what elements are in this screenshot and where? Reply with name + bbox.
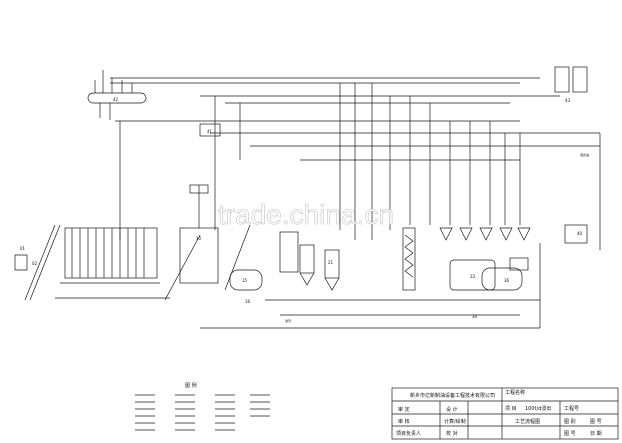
role-2: 项目负责人: [396, 430, 421, 437]
role-right-2: 校 对: [446, 430, 458, 437]
title-block: 新乡市亿新制油设备工程技术有限公司 工程名称 项 目 100t/d浸出 工艺流程…: [396, 389, 602, 437]
equipment-labels: 42 41 43 01 02 10 15 21 36 33 40 16 34 溶…: [20, 97, 589, 323]
eq-21-label: 21: [328, 260, 334, 265]
eq-36-label: 36: [504, 278, 510, 283]
meta-2: 图 号: [564, 431, 576, 437]
drawing-lines: [14, 66, 619, 440]
role-0: 审 定: [398, 406, 410, 413]
flow-label-solvent: 溶剂: [285, 318, 291, 323]
eq-16-label: 16: [245, 299, 251, 304]
role-right-0: 设 计: [446, 406, 458, 413]
meta-value-1: 图 号: [590, 419, 602, 425]
watermark-text: trade.china.cn: [218, 199, 394, 230]
flow-label-miscella: 混合油: [580, 152, 589, 157]
eq-40-label: 40: [577, 231, 583, 236]
eq-34-label: 34: [472, 314, 478, 319]
capacity: 100t/d浸出: [525, 405, 551, 412]
eq-41-label: 41: [207, 129, 213, 134]
drawing-name: 工艺流程图: [515, 418, 540, 425]
meta-value-2: 日 期: [590, 431, 602, 437]
item-label: 项 目: [505, 406, 517, 412]
eq-10-label: 10: [196, 236, 202, 241]
role-right-1: 计算/绘制: [444, 418, 466, 425]
eq-33-label: 33: [470, 274, 476, 279]
meta-0: 工程号: [564, 405, 579, 412]
eq-15-label: 15: [242, 278, 248, 283]
meta-1: 图 别: [564, 418, 576, 425]
eq-02-label: 02: [32, 261, 38, 266]
project-label: 工程名称: [505, 389, 525, 396]
role-1: 审 核: [398, 418, 410, 425]
eq-42-label: 42: [113, 97, 119, 102]
legend-title: 图 例: [185, 382, 197, 389]
eq-43-label: 43: [565, 98, 571, 103]
eq-01-label: 01: [20, 246, 26, 251]
company-name: 新乡市亿新制油设备工程技术有限公司: [410, 392, 495, 399]
